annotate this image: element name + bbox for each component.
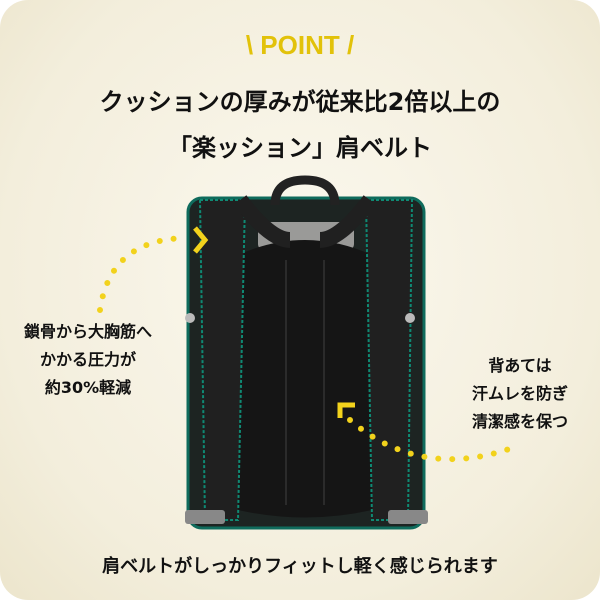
left-strap: [198, 199, 247, 521]
point-label: \ POINT /: [245, 30, 355, 60]
right-dotted-arrow: [347, 417, 515, 463]
back-pad: [238, 240, 372, 518]
handle: [270, 175, 340, 206]
title-line-1: クッションの厚みが従来比2倍以上の: [99, 88, 501, 116]
right-arrow-head: [337, 402, 355, 418]
right-strap: [364, 199, 414, 521]
footer-caption: 肩ベルトがしっかりフィットし軽く感じられます: [102, 556, 498, 577]
left-callout: 鎖骨から大胸筋へ かかる圧力が 約30%軽減: [23, 322, 152, 397]
left-dotted-arrow: [97, 235, 188, 313]
title-line-2: 「楽ッション」肩ベルト: [168, 134, 432, 162]
right-callout: 背あては 汗ムレを防ぎ 清潔感を保つ: [471, 356, 568, 431]
left-arrow-head: [193, 226, 209, 254]
